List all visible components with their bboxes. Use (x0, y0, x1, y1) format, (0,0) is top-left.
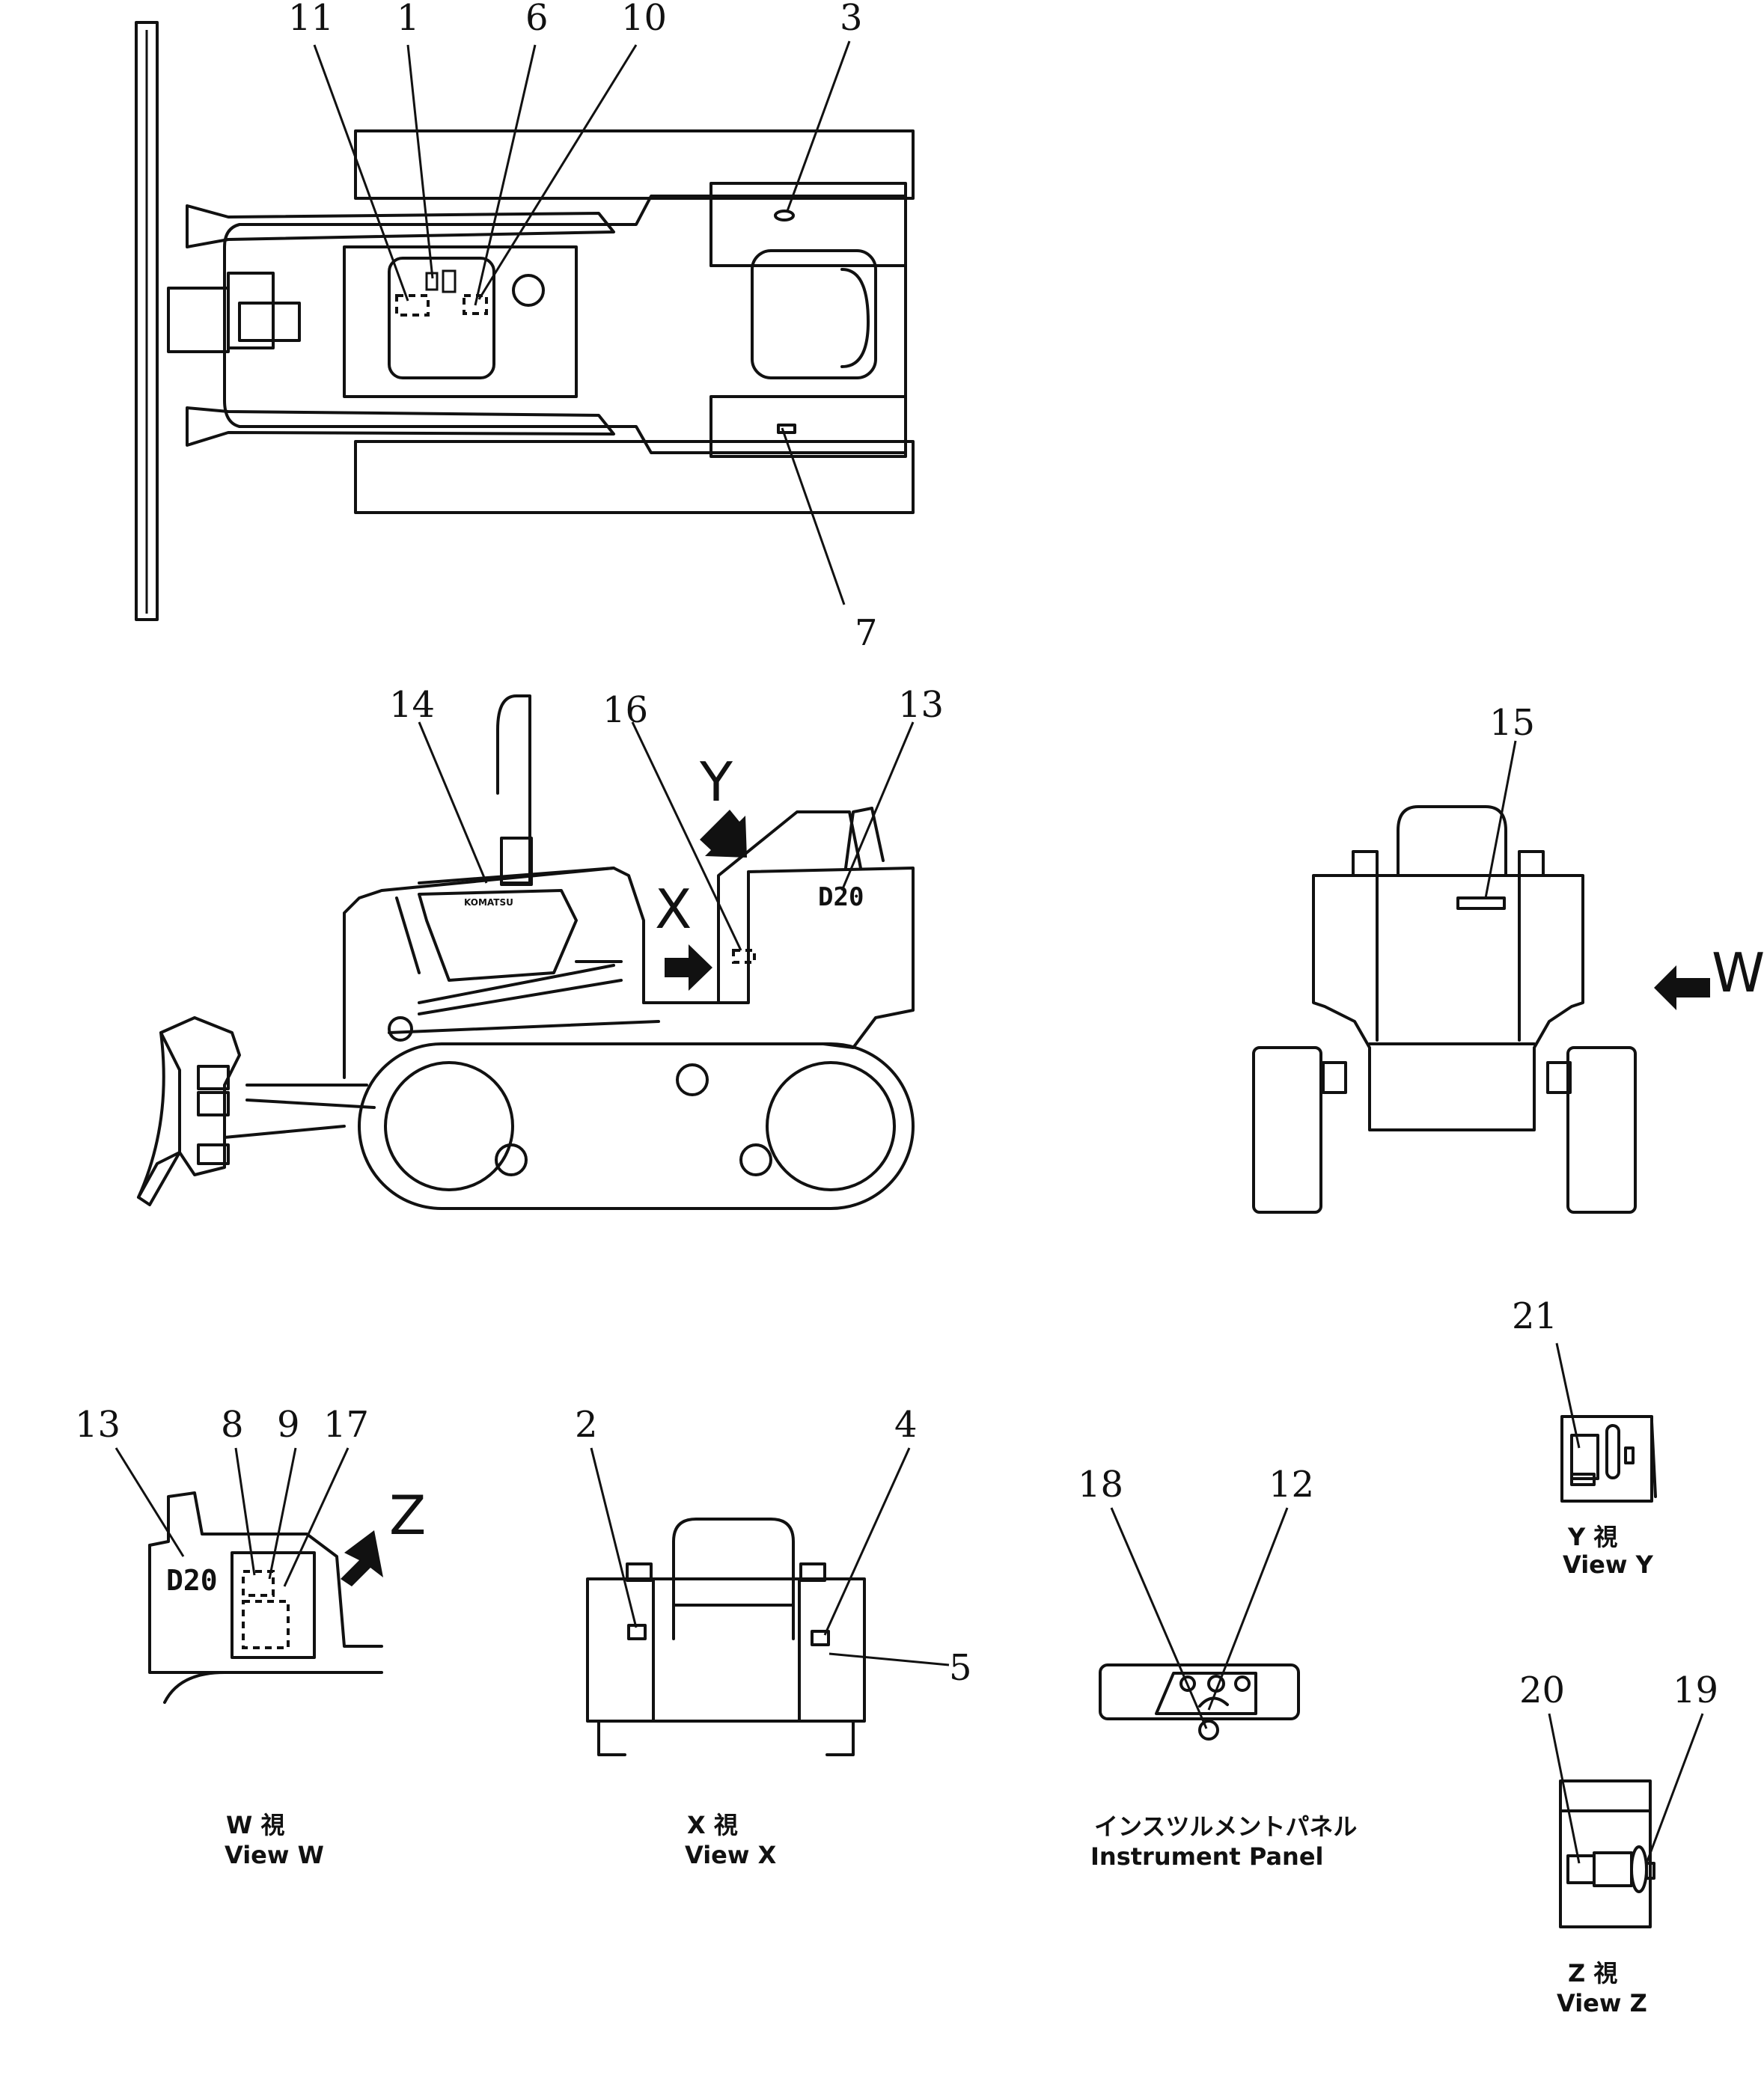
callout-2: 2 (575, 1404, 598, 1446)
callout-13-view-w: 13 (75, 1404, 120, 1446)
callout-11: 11 (288, 0, 334, 39)
caption-panel: Instrument Panel (1090, 1842, 1324, 1871)
callout-13-side: 13 (898, 684, 944, 726)
caption-view-z: View Z (1557, 1989, 1647, 2017)
caption-view-w-jp: W 視 (226, 1811, 284, 1839)
view-letter-w: W (1712, 941, 1764, 1004)
callout-12: 12 (1269, 1464, 1314, 1506)
side-view-drawing: KOMATSU D20 (137, 694, 915, 1210)
caption-view-y-jp: Y 視 (1567, 1523, 1617, 1551)
caption-view-y: View Y (1563, 1550, 1654, 1579)
cab-model-label: D20 (818, 882, 864, 912)
view-letters: Y X W Z (389, 751, 1764, 1547)
view-letter-z: Z (389, 1484, 426, 1547)
callout-6: 6 (525, 0, 549, 39)
caption-view-x-jp: X 視 (687, 1811, 738, 1839)
view-y-arrow (700, 810, 747, 858)
view-z-drawing (1559, 1779, 1655, 1928)
view-w-drawing: D20 (148, 1491, 383, 1704)
view-letter-y: Y (699, 751, 733, 813)
callout-3: 3 (840, 0, 863, 39)
callout-15: 15 (1489, 702, 1535, 744)
view-w-arrow (1654, 965, 1710, 1010)
caption-view-w: View W (225, 1841, 324, 1869)
view-z-arrow (341, 1530, 383, 1586)
callout-14: 14 (389, 684, 435, 726)
caption-panel-jp: インスツルメントパネル (1094, 1812, 1357, 1841)
callout-1: 1 (397, 0, 420, 39)
callout-10: 10 (621, 0, 667, 39)
callout-4: 4 (894, 1404, 918, 1446)
callout-21: 21 (1512, 1295, 1557, 1337)
callout-5: 5 (949, 1647, 972, 1689)
leader-lines (115, 40, 1704, 1864)
instrument-panel-drawing (1099, 1663, 1300, 1741)
hood-logo: KOMATSU (464, 897, 513, 908)
callout-9: 9 (277, 1404, 300, 1446)
callout-17: 17 (323, 1404, 369, 1446)
callout-16: 16 (602, 689, 648, 731)
top-view-drawing (135, 21, 915, 621)
view-x-drawing (586, 1518, 866, 1756)
view-y-drawing (1560, 1415, 1657, 1503)
callout-19: 19 (1673, 1669, 1718, 1711)
callout-20: 20 (1519, 1669, 1565, 1711)
view-x-arrow (665, 944, 712, 991)
caption-view-x: View X (685, 1841, 777, 1869)
callout-18: 18 (1078, 1464, 1123, 1506)
captions: W 視 View W X 視 View X インスツルメントパネル Instru… (225, 1523, 1654, 2017)
callout-numbers: 11 1 6 10 3 7 14 16 13 15 13 8 9 17 2 4 … (75, 0, 1718, 1711)
rear-view-drawing (1252, 805, 1710, 1214)
view-w-model-label: D20 (166, 1564, 218, 1597)
caption-view-z-jp: Z 視 (1568, 1959, 1617, 1987)
callout-8: 8 (221, 1404, 244, 1446)
view-letter-x: X (655, 878, 692, 941)
callout-7: 7 (855, 612, 878, 654)
